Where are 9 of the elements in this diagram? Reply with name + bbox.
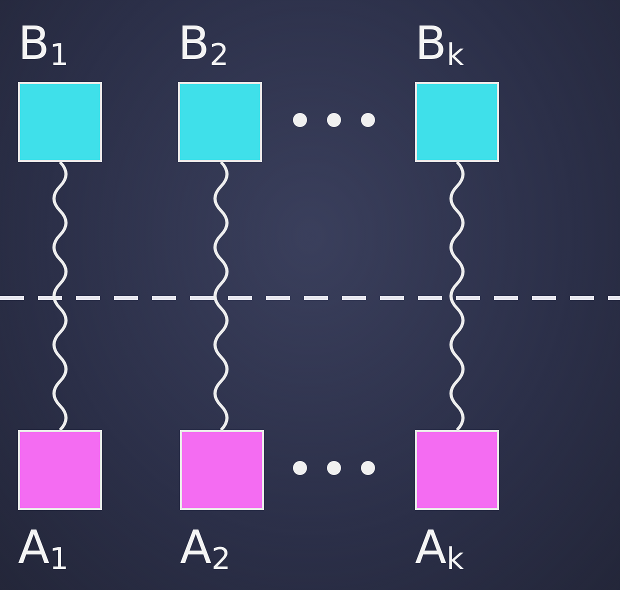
node-label: B$_{k}$ <box>415 16 464 75</box>
node-label: A$_{2}$ <box>180 520 231 579</box>
wavy-line <box>52 161 68 431</box>
wavy-line <box>450 161 464 431</box>
wavy-line <box>214 161 228 431</box>
node-label: A$_{k}$ <box>415 520 464 579</box>
node-label: B$_{1}$ <box>18 16 69 75</box>
node-label: B$_{2}$ <box>178 16 229 75</box>
node-label: A$_{1}$ <box>18 520 69 579</box>
